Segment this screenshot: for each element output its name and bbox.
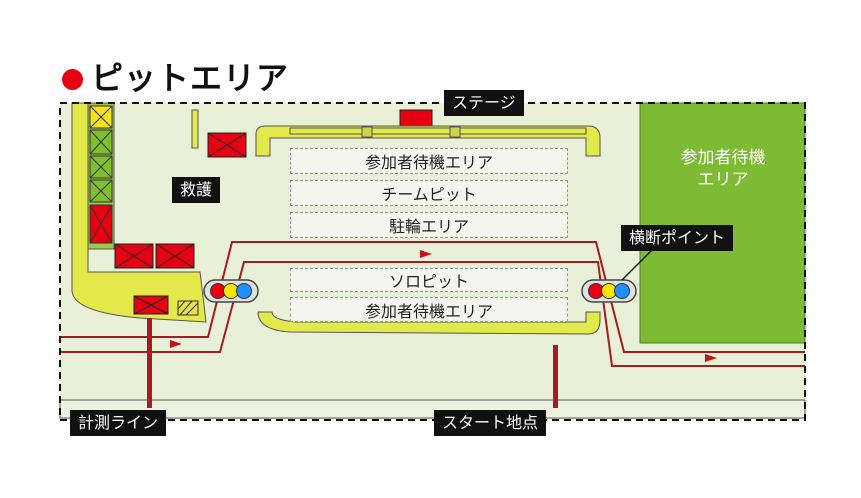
green-waiting-area xyxy=(639,102,806,344)
crossing-point-tag: 横断ポイント xyxy=(621,225,734,251)
waiting-area-top: 参加者待機エリア xyxy=(290,148,568,174)
timing-line-post xyxy=(147,318,152,408)
boundary-dashed xyxy=(59,102,806,421)
rescue-yellow-bar xyxy=(191,109,199,149)
tower-segments xyxy=(89,105,113,244)
waiting-area-bottom: 参加者待機エリア xyxy=(290,297,568,322)
tent-stage xyxy=(399,109,433,127)
crossing-pointer xyxy=(621,249,653,281)
start-point-tag: スタート地点 xyxy=(434,410,547,436)
left-yellow-course xyxy=(71,102,207,323)
team-pit-area: チームピット xyxy=(290,180,568,206)
rescue-tag: 救護 xyxy=(172,177,221,203)
timing-line-tag: 計測ライン xyxy=(70,410,167,436)
title-text: ピットエリア xyxy=(91,59,290,97)
upper-gate-right xyxy=(449,126,461,138)
page-title: ピットエリア xyxy=(62,56,290,97)
stage-tag: ステージ xyxy=(444,90,524,116)
traffic-light-right xyxy=(581,279,637,303)
green-waiting-label: 参加者待機 エリア xyxy=(648,147,798,191)
solo-pit-area: ソロピット xyxy=(290,268,568,292)
red-route xyxy=(60,241,805,367)
red-dot-icon xyxy=(62,68,83,90)
bottom-course-band xyxy=(59,399,806,419)
upper-gate-left xyxy=(361,126,373,138)
tents xyxy=(114,109,433,315)
green-waiting-label-line2: エリア xyxy=(697,170,749,190)
route-arrows xyxy=(170,250,717,362)
bike-parking-area: 駐輪エリア xyxy=(290,212,568,238)
green-waiting-label-line1: 参加者待機 xyxy=(680,148,766,168)
traffic-light-left xyxy=(203,279,259,303)
lower-yellow-bracket xyxy=(257,311,601,335)
start-line-post xyxy=(553,345,558,408)
